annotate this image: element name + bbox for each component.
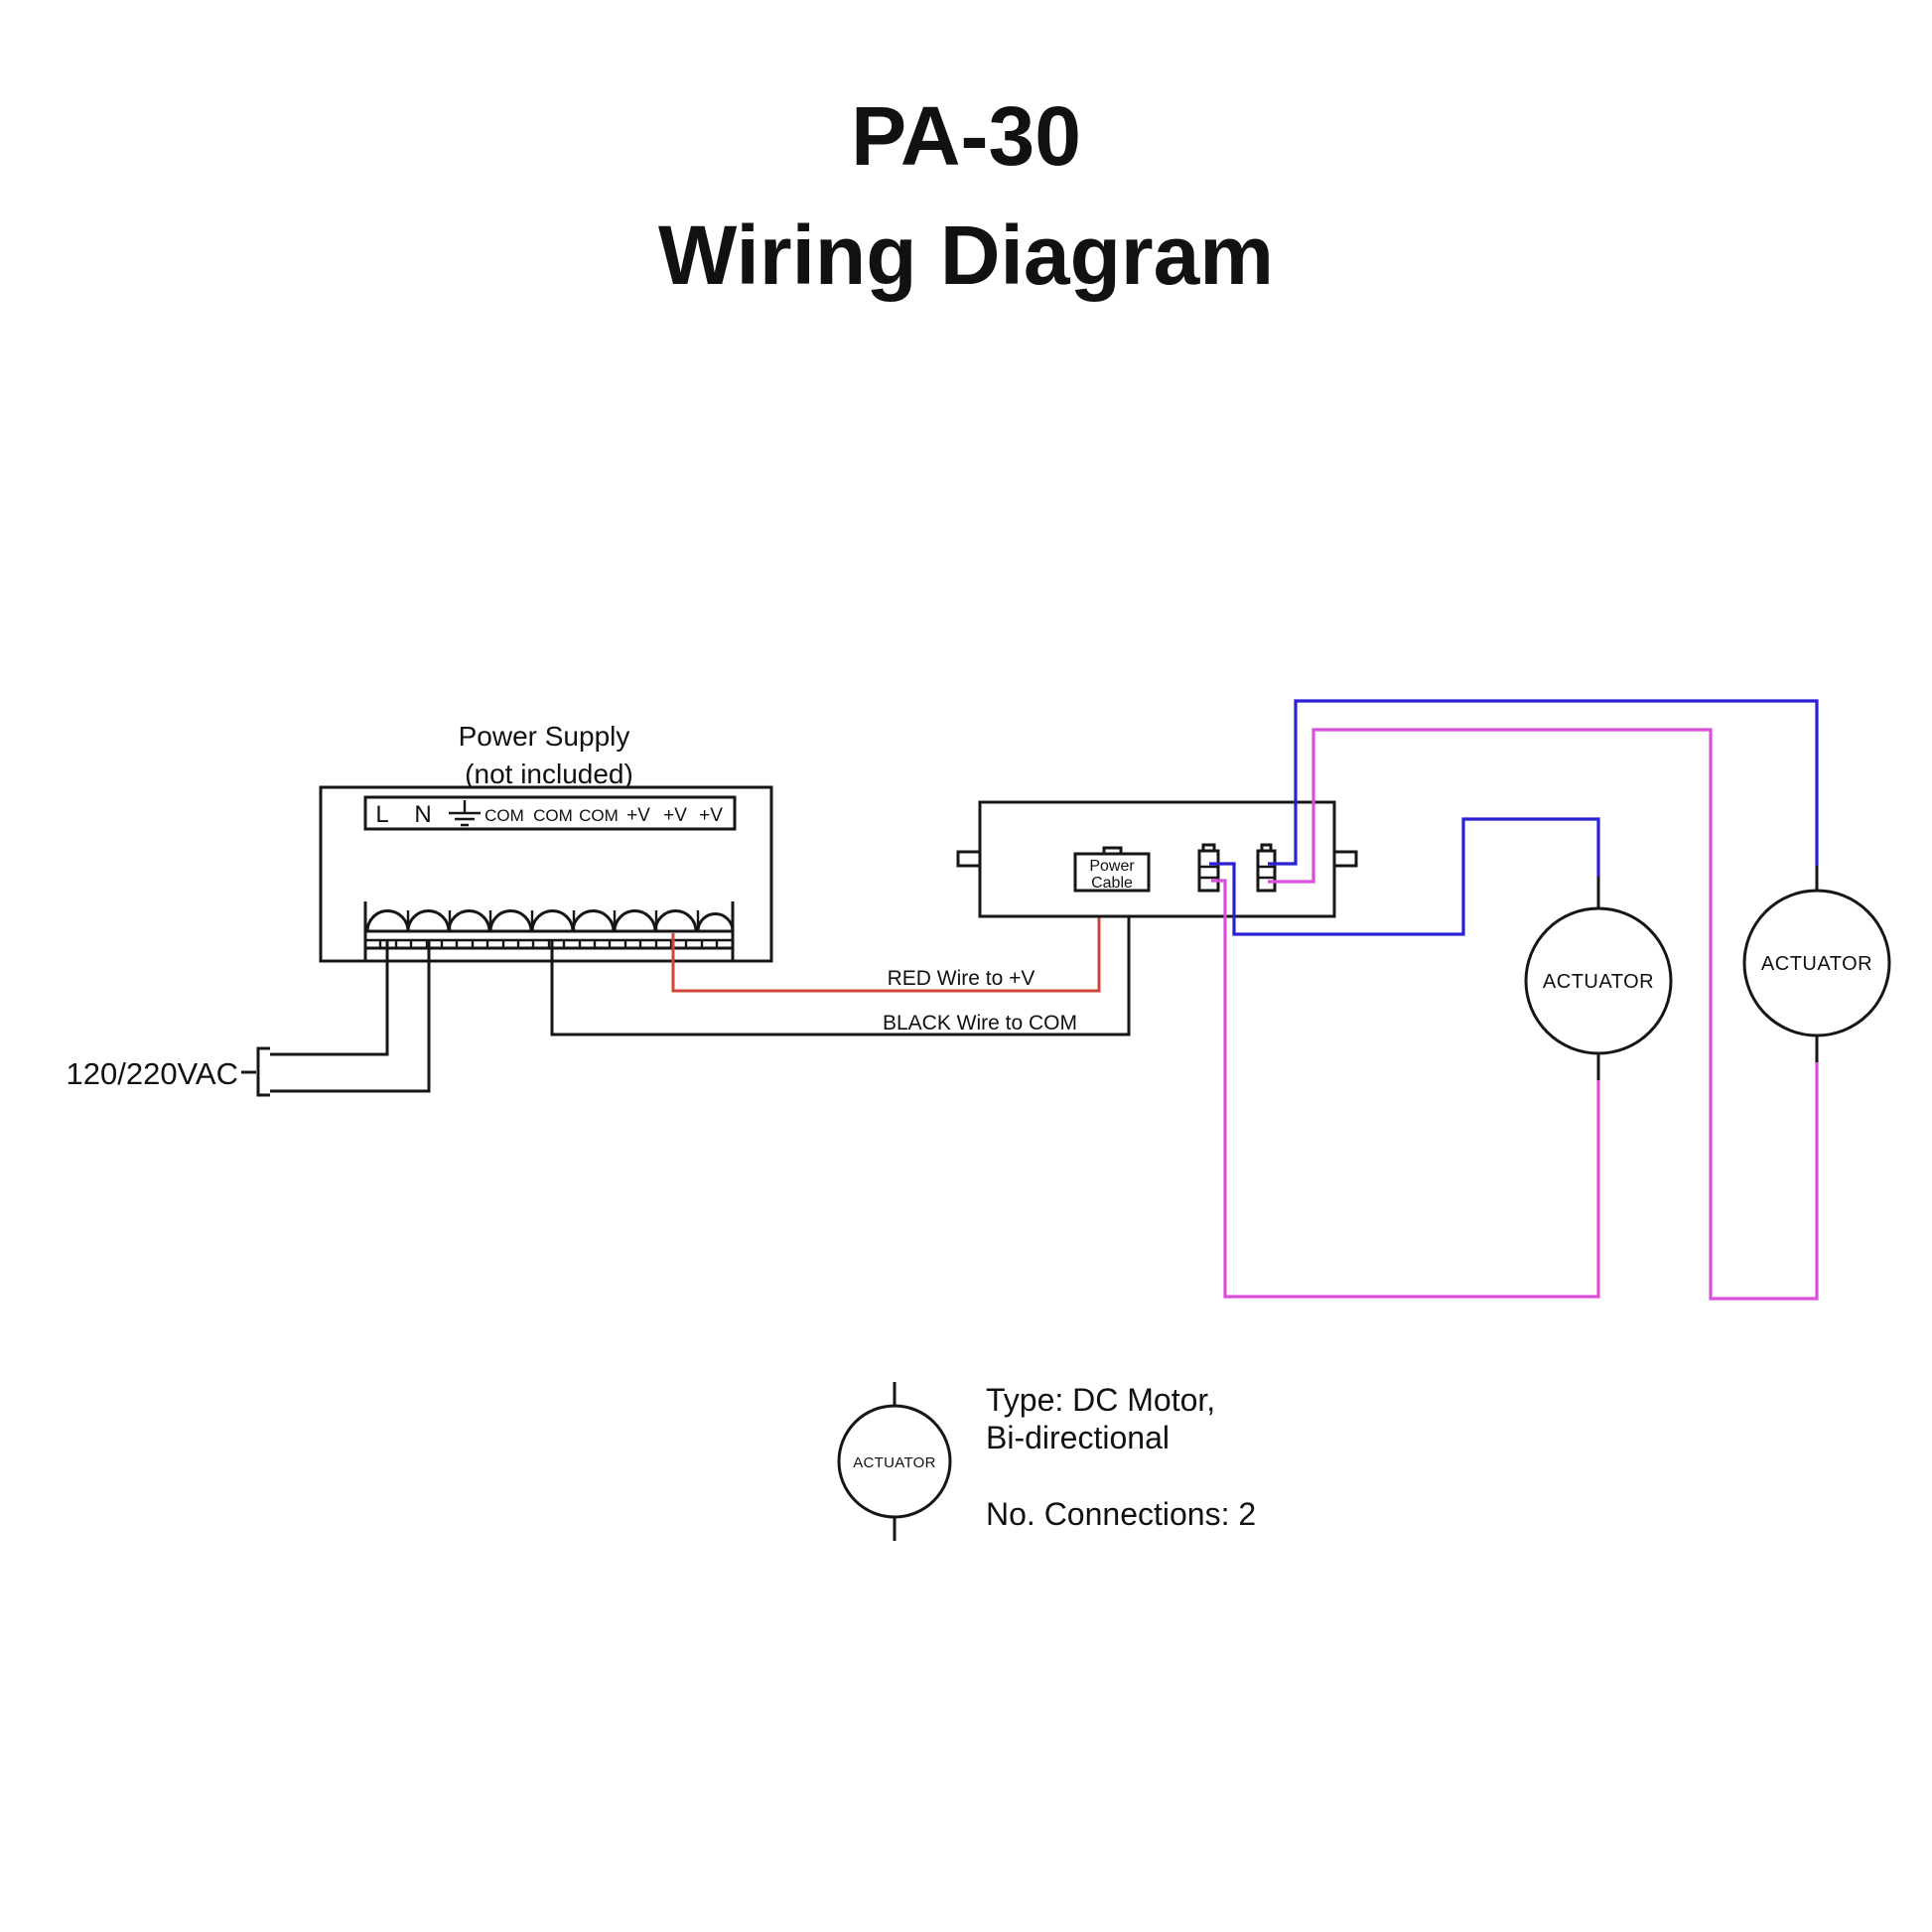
actuator-1-label: ACTUATOR	[1543, 971, 1654, 993]
legend-actuator-label: ACTUATOR	[853, 1454, 936, 1471]
page-title-line1: PA-30	[851, 89, 1081, 183]
actuator-wires	[1209, 699, 1819, 1301]
motor-connector-1	[1197, 843, 1220, 893]
wire-blue-actuator2	[1268, 699, 1819, 866]
dc-supply-wires: RED Wire to +V BLACK Wire to COM	[550, 891, 1131, 1036]
wire-red-plus-v	[671, 891, 1101, 993]
terminal-label-com2: COM	[533, 806, 573, 825]
terminal-label-l: L	[375, 801, 388, 828]
actuator-2: ACTUATOR	[1742, 866, 1891, 1062]
terminal-label-v3: +V	[699, 805, 723, 826]
terminal-block	[363, 901, 735, 960]
ac-bracket	[241, 1046, 270, 1097]
power-cable-label-line1: Power	[1089, 858, 1135, 875]
legend-type-line2: Bi-directional	[986, 1420, 1170, 1455]
legend-connections: No. Connections: 2	[986, 1496, 1256, 1532]
control-box-right-tab	[1332, 850, 1358, 868]
power-cable-connector	[1073, 852, 1151, 893]
wire-magenta-actuator2	[1268, 728, 1819, 1301]
control-box: Power Cable	[956, 800, 1358, 918]
legend-type-line1: Type: DC Motor,	[986, 1382, 1215, 1418]
title: PA-30 Wiring Diagram	[658, 89, 1274, 302]
black-wire-label: BLACK Wire to COM	[883, 1012, 1077, 1035]
actuator-2-symbol	[1742, 889, 1891, 1037]
motor-connector-2	[1256, 843, 1277, 893]
legend-actuator-symbol	[837, 1404, 952, 1519]
wire-neutral-n	[270, 940, 431, 1093]
power-cable-label-line2: Cable	[1091, 875, 1133, 892]
wire-line-l	[270, 940, 389, 1056]
wire-magenta-actuator1	[1211, 879, 1600, 1299]
terminal-label-strip	[363, 795, 737, 831]
ac-input: 120/220VAC	[67, 940, 431, 1097]
terminal-label-v2: +V	[663, 805, 687, 826]
wire-blue-actuator1	[1209, 817, 1600, 936]
control-box-left-tab	[956, 850, 982, 868]
wire-black-com	[550, 891, 1131, 1036]
terminal-label-v1: +V	[626, 805, 650, 826]
earth-ground-icon	[449, 800, 481, 827]
ac-voltage-label: 120/220VAC	[67, 1056, 239, 1091]
actuator-2-label: ACTUATOR	[1761, 953, 1872, 975]
terminal-label-com1: COM	[484, 806, 524, 825]
power-supply-label-line1: Power Supply	[459, 721, 630, 752]
actuator-1-symbol	[1524, 906, 1673, 1055]
power-supply-label-line2: (not included)	[465, 759, 633, 789]
terminal-label-com3: COM	[579, 806, 619, 825]
legend: ACTUATOR Type: DC Motor, Bi-directional …	[837, 1382, 1256, 1541]
actuator-1: ACTUATOR	[1524, 877, 1673, 1080]
red-wire-label: RED Wire to +V	[888, 967, 1035, 990]
terminal-label-n: N	[414, 801, 431, 828]
power-supply: Power Supply (not included) L N COM COM …	[319, 721, 773, 963]
control-box-body	[978, 800, 1336, 918]
page-title-line2: Wiring Diagram	[658, 208, 1274, 302]
